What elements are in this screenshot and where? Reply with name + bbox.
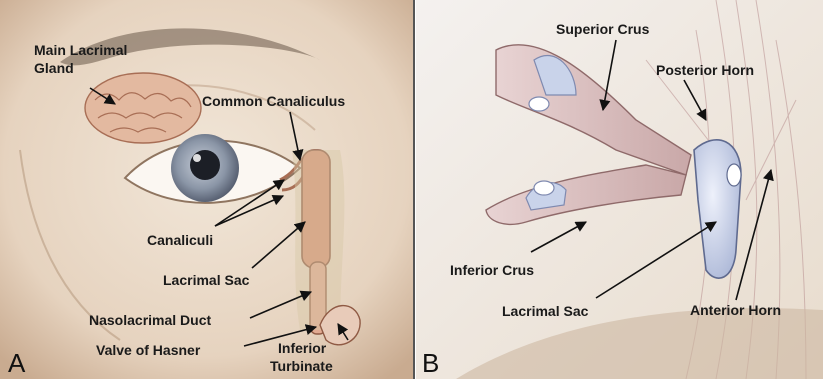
main-lacrimal-gland	[85, 73, 201, 143]
pupil	[190, 150, 220, 180]
label-nasolacrimal-duct: Nasolacrimal Duct	[89, 312, 211, 328]
panel-b-illustration: Superior Crus Posterior Horn Inferior Cr…	[416, 0, 823, 379]
label-canaliculi: Canaliculi	[147, 232, 213, 248]
label-main-lacrimal-gland-line1: Main Lacrimal	[34, 42, 127, 58]
panel-letter-b: B	[422, 348, 439, 378]
label-common-canaliculus: Common Canaliculus	[202, 93, 345, 109]
panel-a-illustration: Main Lacrimal Gland Common Canaliculus C…	[0, 0, 413, 379]
panel-a: Main Lacrimal Gland Common Canaliculus C…	[0, 0, 415, 379]
label-inferior-crus: Inferior Crus	[450, 262, 534, 278]
panel-letter-a: A	[8, 348, 26, 378]
label-superior-crus: Superior Crus	[556, 21, 650, 37]
label-anterior-horn: Anterior Horn	[690, 302, 781, 318]
label-inferior-turbinate-line1: Inferior	[278, 340, 327, 356]
label-posterior-horn: Posterior Horn	[656, 62, 754, 78]
label-lacrimal-sac-b: Lacrimal Sac	[502, 303, 589, 319]
panel-b: Superior Crus Posterior Horn Inferior Cr…	[416, 0, 823, 379]
label-main-lacrimal-gland-line2: Gland	[34, 60, 74, 76]
label-inferior-turbinate-line2: Turbinate	[270, 358, 333, 374]
label-valve-of-hasner: Valve of Hasner	[96, 342, 201, 358]
label-lacrimal-sac: Lacrimal Sac	[163, 272, 250, 288]
